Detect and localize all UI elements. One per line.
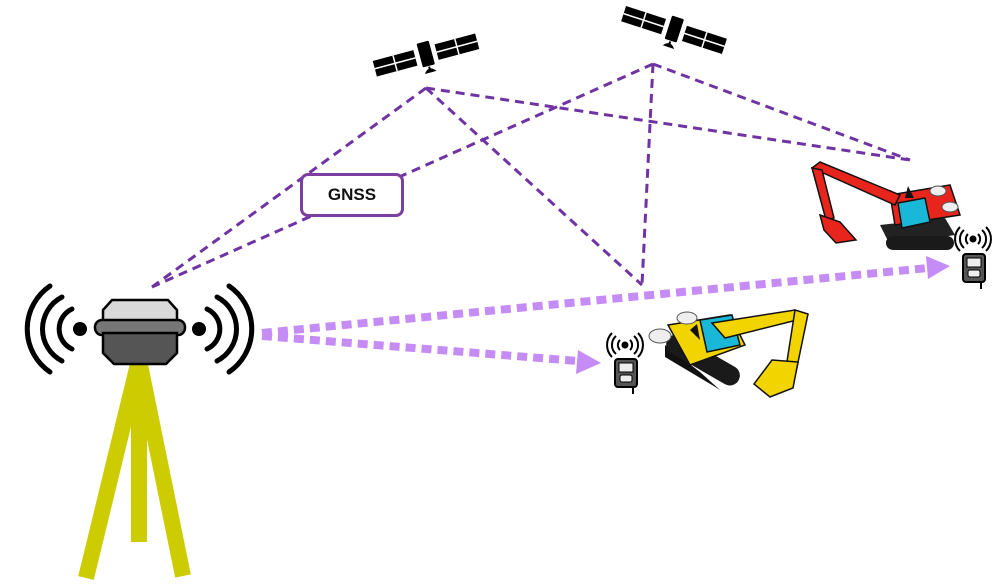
signal-line-sat1-red bbox=[425, 86, 911, 162]
base-station-icon bbox=[93, 298, 187, 366]
radio-link-to-yellow-excavator bbox=[261, 332, 579, 365]
gnss-label: GNSS bbox=[300, 173, 404, 217]
radio-correction-links bbox=[261, 264, 929, 365]
satellite-icon bbox=[621, 6, 727, 54]
excavator-icon bbox=[810, 161, 961, 250]
radio-link-arrowhead-red bbox=[926, 256, 950, 279]
radio-receiver-icon bbox=[954, 226, 992, 289]
signal-line-sat2-red bbox=[652, 62, 911, 162]
excavator-icon bbox=[648, 309, 809, 398]
broadcast-waves-icon bbox=[24, 283, 255, 375]
gnss-signal-lines bbox=[151, 62, 911, 289]
radio-link-arrowhead-yellow bbox=[576, 350, 601, 374]
signal-line-sat2-yellow bbox=[640, 63, 655, 286]
satellite-icon bbox=[372, 33, 480, 77]
radio-receiver-icon bbox=[606, 332, 644, 394]
tripod-icon bbox=[78, 358, 191, 580]
radio-link-to-red-excavator bbox=[261, 264, 929, 337]
signal-line-sat1-yellow bbox=[424, 86, 644, 287]
signal-line-sat1-base bbox=[151, 86, 427, 289]
